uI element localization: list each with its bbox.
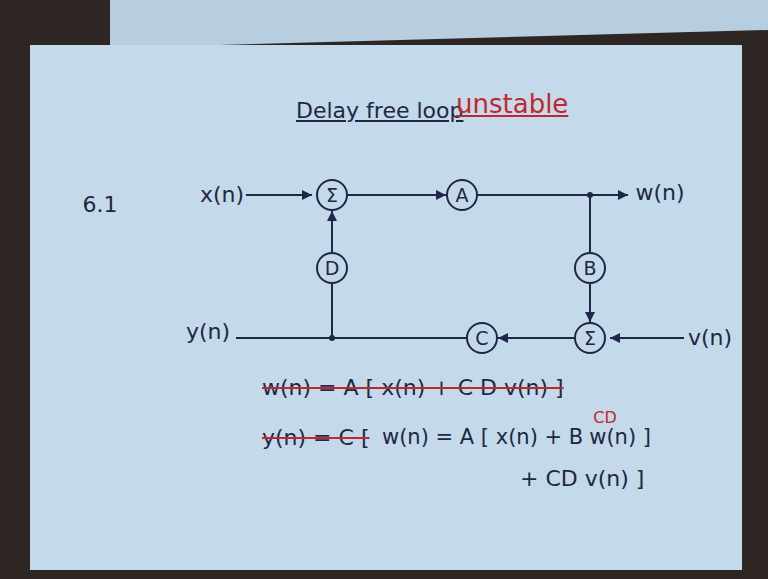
- signal-name: v(n): [688, 325, 732, 350]
- problem-number: 6.1: [83, 192, 118, 217]
- gain-block: C: [466, 322, 498, 354]
- summing-junction: Σ: [316, 179, 348, 211]
- gain-block: A: [446, 179, 478, 211]
- signal-name: w(n): [635, 180, 684, 205]
- title: Delay free loop: [296, 98, 463, 123]
- equation: y(n) = C [: [262, 425, 370, 450]
- block-symbol: A: [456, 186, 469, 205]
- summing-junction: Σ: [574, 322, 606, 354]
- signal-wire: [589, 284, 591, 322]
- block-symbol: D: [325, 259, 340, 278]
- input-wire: [610, 337, 684, 339]
- equation: w(n) = A [ x(n) + C D v(n) ]: [262, 375, 564, 400]
- block-symbol: Σ: [326, 186, 338, 205]
- output-wire: [236, 337, 332, 339]
- gain-block: D: [316, 252, 348, 284]
- status-note: unstable: [456, 90, 568, 120]
- signal-name: x(n): [200, 182, 244, 207]
- signal-wire: [331, 211, 333, 252]
- output-wire: [590, 194, 628, 196]
- signal-wire: [348, 194, 446, 196]
- equation: + CD v(n) ]: [520, 466, 644, 491]
- input-wire: [246, 194, 312, 196]
- block-symbol: Σ: [584, 329, 596, 348]
- correction-note: CD: [593, 409, 617, 427]
- signal-wire: [478, 195, 590, 252]
- signal-wire: [498, 337, 574, 339]
- block-symbol: C: [475, 329, 488, 348]
- block-symbol: B: [583, 259, 596, 278]
- gain-block: B: [574, 252, 606, 284]
- signal-wire: [332, 284, 466, 338]
- equation: w(n) = A [ x(n) + B: [382, 425, 583, 449]
- signal-name: y(n): [186, 319, 230, 344]
- equation: w(n) ]: [589, 425, 651, 449]
- back-sheet: [110, 0, 768, 48]
- paper-sheet: [30, 45, 742, 570]
